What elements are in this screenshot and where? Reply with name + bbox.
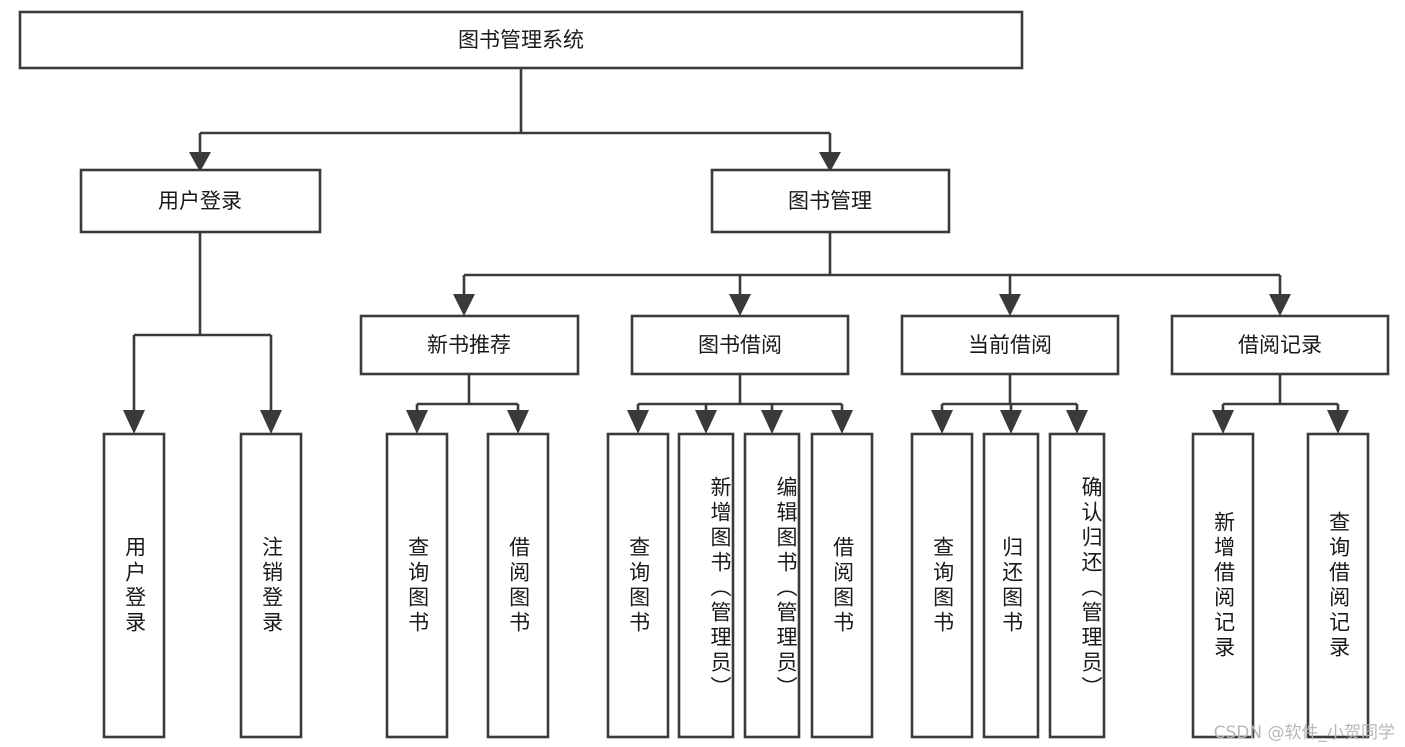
- node-book-borrow-label: 图书借阅: [698, 333, 782, 357]
- arrowhead-leaf-confirm-return: [1066, 410, 1088, 434]
- node-root-box[interactable]: [18, 10, 1024, 70]
- node-leaf-add-book-label: 新增图书（管理员）: [708, 476, 732, 701]
- node-leaf-logout-login-label: 注销登录: [259, 535, 284, 636]
- node-borrow-record-label: 借阅记录: [1238, 333, 1322, 357]
- arrowhead-user-login: [189, 152, 211, 172]
- connectors-current-borrow-to-leaves: [931, 374, 1088, 434]
- node-leaf-add-borrow-record-box[interactable]: [1191, 432, 1255, 739]
- connectors-user-login-to-leaves: [123, 232, 282, 434]
- node-leaf-confirm-return-label: 确认归还（管理员）: [1079, 476, 1103, 701]
- node-borrow-record[interactable]: 借阅记录: [1170, 314, 1390, 376]
- node-leaf-query-borrow-record-box[interactable]: [1306, 432, 1370, 739]
- node-leaf-query-borrow-record-label: 查询借阅记录: [1326, 510, 1351, 661]
- node-borrow-record-box[interactable]: [1170, 314, 1390, 376]
- node-leaf-query-book-current-label: 查询图书: [930, 535, 955, 636]
- arrowhead-book-management: [819, 152, 841, 172]
- arrowhead-leaf-query-book-current: [931, 410, 953, 434]
- node-book-borrow-box[interactable]: [630, 314, 850, 376]
- node-leaf-user-login-box[interactable]: [102, 432, 166, 739]
- node-leaf-return-book-label: 归还图书: [999, 535, 1024, 636]
- node-leaf-borrow-book-rec[interactable]: 借阅图书: [486, 432, 550, 739]
- leaf-nodes: 用户登录 注销登录 查询图书 借阅图书 查询图书: [102, 432, 1370, 739]
- node-book-borrow[interactable]: 图书借阅: [630, 314, 850, 376]
- node-book-management-box[interactable]: [710, 168, 951, 234]
- node-leaf-logout-login-box[interactable]: [239, 432, 303, 739]
- arrowhead-current-borrow: [999, 294, 1021, 316]
- arrowhead-borrow-record: [1269, 294, 1291, 316]
- arrowhead-leaf-query-book-rec: [406, 410, 428, 434]
- node-new-book-recommend-box[interactable]: [359, 314, 580, 376]
- node-current-borrow-box[interactable]: [900, 314, 1120, 376]
- node-user-login-label: 用户登录: [158, 189, 242, 213]
- node-new-book-recommend-label: 新书推荐: [427, 333, 511, 357]
- arrowhead-leaf-borrow-book-rec: [507, 410, 529, 434]
- connectors-root-to-level2: [189, 68, 841, 172]
- node-leaf-query-borrow-record[interactable]: 查询借阅记录: [1306, 432, 1370, 739]
- node-leaf-return-book-box[interactable]: [982, 432, 1040, 739]
- node-leaf-add-borrow-record-label: 新增借阅记录: [1211, 510, 1236, 661]
- node-leaf-confirm-return[interactable]: 确认归还（管理员）: [1048, 432, 1106, 739]
- arrowhead-leaf-query-book-borrow: [627, 410, 649, 434]
- node-leaf-edit-book[interactable]: 编辑图书（管理员）: [743, 432, 801, 739]
- node-leaf-borrow-book-box[interactable]: [810, 432, 874, 739]
- arrowhead-leaf-return-book: [1000, 410, 1022, 434]
- connectors-new-book-recommend-to-leaves: [406, 374, 529, 434]
- node-leaf-borrow-book[interactable]: 借阅图书: [810, 432, 874, 739]
- node-leaf-edit-book-box[interactable]: [743, 432, 801, 739]
- node-leaf-query-book-rec[interactable]: 查询图书: [385, 432, 449, 739]
- arrowhead-leaf-add-book: [695, 410, 717, 434]
- node-leaf-query-book-rec-box[interactable]: [385, 432, 449, 739]
- node-leaf-user-login-label: 用户登录: [122, 535, 147, 636]
- node-leaf-query-book-borrow[interactable]: 查询图书: [606, 432, 670, 739]
- node-leaf-query-book-borrow-box[interactable]: [606, 432, 670, 739]
- arrowhead-new-book-recommend: [453, 294, 475, 316]
- node-current-borrow[interactable]: 当前借阅: [900, 314, 1120, 376]
- connectors-borrow-record-to-leaves: [1212, 374, 1349, 434]
- node-leaf-query-book-current[interactable]: 查询图书: [910, 432, 974, 739]
- node-leaf-add-book[interactable]: 新增图书（管理员）: [677, 432, 735, 739]
- node-current-borrow-label: 当前借阅: [968, 333, 1052, 357]
- node-leaf-query-book-rec-label: 查询图书: [405, 535, 430, 636]
- node-leaf-return-book[interactable]: 归还图书: [982, 432, 1040, 739]
- arrowhead-book-borrow: [729, 294, 751, 316]
- arrowhead-leaf-edit-book: [761, 410, 783, 434]
- node-root-label: 图书管理系统: [458, 28, 584, 52]
- node-leaf-edit-book-label: 编辑图书（管理员）: [774, 476, 798, 701]
- node-leaf-query-book-current-box[interactable]: [910, 432, 974, 739]
- node-leaf-logout-login[interactable]: 注销登录: [239, 432, 303, 739]
- node-leaf-borrow-book-label: 借阅图书: [830, 535, 855, 636]
- node-book-management-label: 图书管理: [788, 189, 872, 213]
- node-leaf-user-login[interactable]: 用户登录: [102, 432, 166, 739]
- arrowhead-leaf-query-borrow-record: [1327, 410, 1349, 434]
- node-leaf-query-book-borrow-label: 查询图书: [626, 535, 651, 636]
- connectors-book-borrow-to-leaves: [627, 374, 853, 434]
- node-leaf-confirm-return-box[interactable]: [1048, 432, 1106, 739]
- node-leaf-borrow-book-rec-box[interactable]: [486, 432, 550, 739]
- node-leaf-borrow-book-rec-label: 借阅图书: [506, 535, 531, 636]
- node-book-management[interactable]: 图书管理: [710, 168, 951, 234]
- arrowhead-leaf-user-login: [123, 410, 145, 434]
- node-leaf-add-book-box[interactable]: [677, 432, 735, 739]
- arrowhead-leaf-add-borrow-record: [1212, 410, 1234, 434]
- arrowhead-leaf-borrow-book: [831, 410, 853, 434]
- node-root[interactable]: 图书管理系统: [18, 10, 1024, 70]
- node-leaf-add-borrow-record[interactable]: 新增借阅记录: [1191, 432, 1255, 739]
- node-user-login-box[interactable]: [79, 168, 322, 234]
- node-user-login[interactable]: 用户登录: [79, 168, 322, 234]
- connectors-book-management-to-level3: [453, 232, 1291, 316]
- node-new-book-recommend[interactable]: 新书推荐: [359, 314, 580, 376]
- arrowhead-leaf-logout-login: [260, 410, 282, 434]
